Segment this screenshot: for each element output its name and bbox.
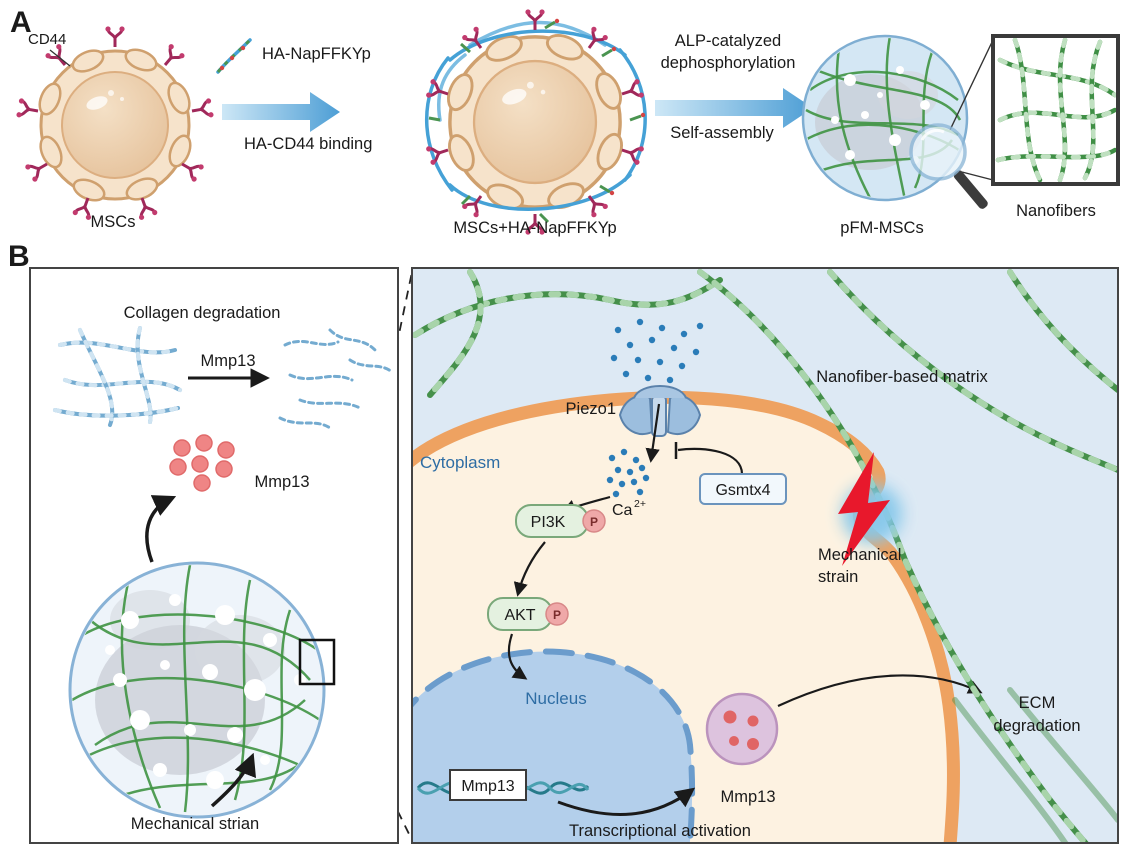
nanofibers-label: Nanofibers <box>1016 202 1096 220</box>
ecm-label-2: degradation <box>993 717 1080 735</box>
cytoplasm-label: Cytoplasm <box>420 453 500 472</box>
ca-ions-inside <box>606 448 650 498</box>
msc-ha-cell: MSCs+HA-NapFFKYp <box>423 7 647 237</box>
transcriptional-activation-label: Transcriptional activation <box>569 822 751 840</box>
panel-b-letter: B <box>8 240 30 273</box>
panel-b-right: Nucleus Mmp13 <box>411 267 1119 844</box>
nucleus-envelope <box>412 648 696 843</box>
nucleus-label: Nucleus <box>525 689 586 708</box>
cell-sphere-contents <box>72 565 321 813</box>
inset-connector-bottom <box>961 171 994 181</box>
mechanical-strain-arrow-left <box>210 752 256 808</box>
gsmtx4-box <box>699 473 787 505</box>
mmp13-molecules <box>169 434 235 492</box>
cell-sphere <box>68 561 336 819</box>
matrix-label: Nanofiber-based matrix <box>816 368 988 386</box>
pi3k-to-akt-arrow <box>513 541 546 597</box>
ha-napffkyp-label: HA-NapFFKYp <box>262 45 371 63</box>
akt-phosphate <box>545 602 569 626</box>
alp-label-1: ALP-catalyzed <box>675 32 781 50</box>
collagen-intact <box>53 326 182 427</box>
pfm-msc-label: pFM-MSCs <box>840 219 923 237</box>
ca-superscript: 2+ <box>634 498 646 510</box>
pfm-sphere-dots <box>831 66 930 164</box>
magnifier <box>909 123 988 209</box>
mechanical-strain-label-2: strain <box>818 568 858 586</box>
sphere-dots <box>105 594 306 789</box>
mmp13-vesicle <box>705 692 779 766</box>
panel-a: A CD44 MSCs <box>10 6 1120 237</box>
mechanical-strian-label: Mechanical strian <box>131 815 259 833</box>
akt-p-label: P <box>553 608 561 622</box>
alp-label-2: dephosphorylation <box>661 54 796 72</box>
right-box-contents: Nucleus Mmp13 <box>412 269 1118 843</box>
step1-arrow: HA-NapFFKYp HA-CD44 binding <box>216 38 372 153</box>
collagen-degradation-title: Collagen degradation <box>124 304 281 322</box>
pi3k-phosphate <box>582 509 606 533</box>
pi3k-node: PI3K P <box>515 504 606 538</box>
msc-label: MSCs <box>91 213 136 231</box>
ha-fiber-glyph <box>216 38 252 74</box>
pi3k-label: PI3K <box>531 514 566 531</box>
matrix-fibers-top <box>412 269 1118 473</box>
pi3k-p-label: P <box>590 515 598 529</box>
cd44-pointer-line <box>49 49 71 67</box>
lightning-icon <box>838 452 890 566</box>
pfm-msc-sphere: pFM-MSCs <box>801 34 994 237</box>
inset-connector-top <box>949 39 994 131</box>
ecm-label-1: ECM <box>1019 694 1056 712</box>
zoom-region-box <box>298 638 336 686</box>
panel-b: B Collagen degradation Mmp13 <box>8 240 1119 844</box>
collagen-fragments <box>278 328 394 430</box>
right-box-border <box>411 267 1119 844</box>
mechanical-strain-label-1: Mechanical <box>818 546 901 564</box>
blue-arrow-2 <box>655 88 813 128</box>
ecm-arrow <box>777 674 983 707</box>
inset-fibers <box>995 38 1116 182</box>
akt-label: AKT <box>504 607 535 624</box>
pfm-sphere-contents <box>805 38 963 198</box>
akt-node: AKT P <box>487 597 569 631</box>
transcription-arrow <box>557 787 696 816</box>
nanofiber-inset: Nanofibers <box>991 34 1120 220</box>
msc-cell: CD44 MSCs <box>14 24 216 231</box>
inset-box <box>991 34 1120 186</box>
ha-coating <box>424 20 647 211</box>
panel-b-left: Collagen degradation Mmp13 <box>29 267 399 844</box>
step2-arrow: ALP-catalyzed dephosphorylation Self-ass… <box>655 32 813 142</box>
blue-arrow-1 <box>222 92 340 132</box>
piezo1-label: Piezo1 <box>566 400 616 418</box>
secretion-arrow <box>145 495 177 563</box>
mmp13-secreted-label: Mmp13 <box>720 788 775 806</box>
self-assembly-label: Self-assembly <box>670 124 774 142</box>
napffkyp-specks <box>428 18 646 224</box>
mmp13-gene-label: Mmp13 <box>461 778 514 795</box>
gsmtx4-inhibition-line <box>677 447 744 475</box>
panel-a-letter: A <box>10 6 32 39</box>
ca-ions-outside <box>610 318 704 384</box>
ha-cd44-binding-label: HA-CD44 binding <box>244 135 372 153</box>
mmp13-dots-label: Mmp13 <box>254 473 309 491</box>
cd44-label: CD44 <box>28 31 66 48</box>
gsmtx4-label: Gsmtx4 <box>715 482 770 499</box>
ca-influx-arrow <box>645 403 661 463</box>
matrix-fiber-strain <box>697 269 1090 843</box>
mmp13-gene-box <box>449 769 527 801</box>
msc-ha-label: MSCs+HA-NapFFKYp <box>453 219 616 237</box>
mmp13-enzyme-label: Mmp13 <box>200 352 255 370</box>
faded-ecm-fibers <box>952 687 1118 843</box>
ca-label: Ca <box>612 502 633 519</box>
akt-to-nucleus-arrow <box>507 633 528 680</box>
